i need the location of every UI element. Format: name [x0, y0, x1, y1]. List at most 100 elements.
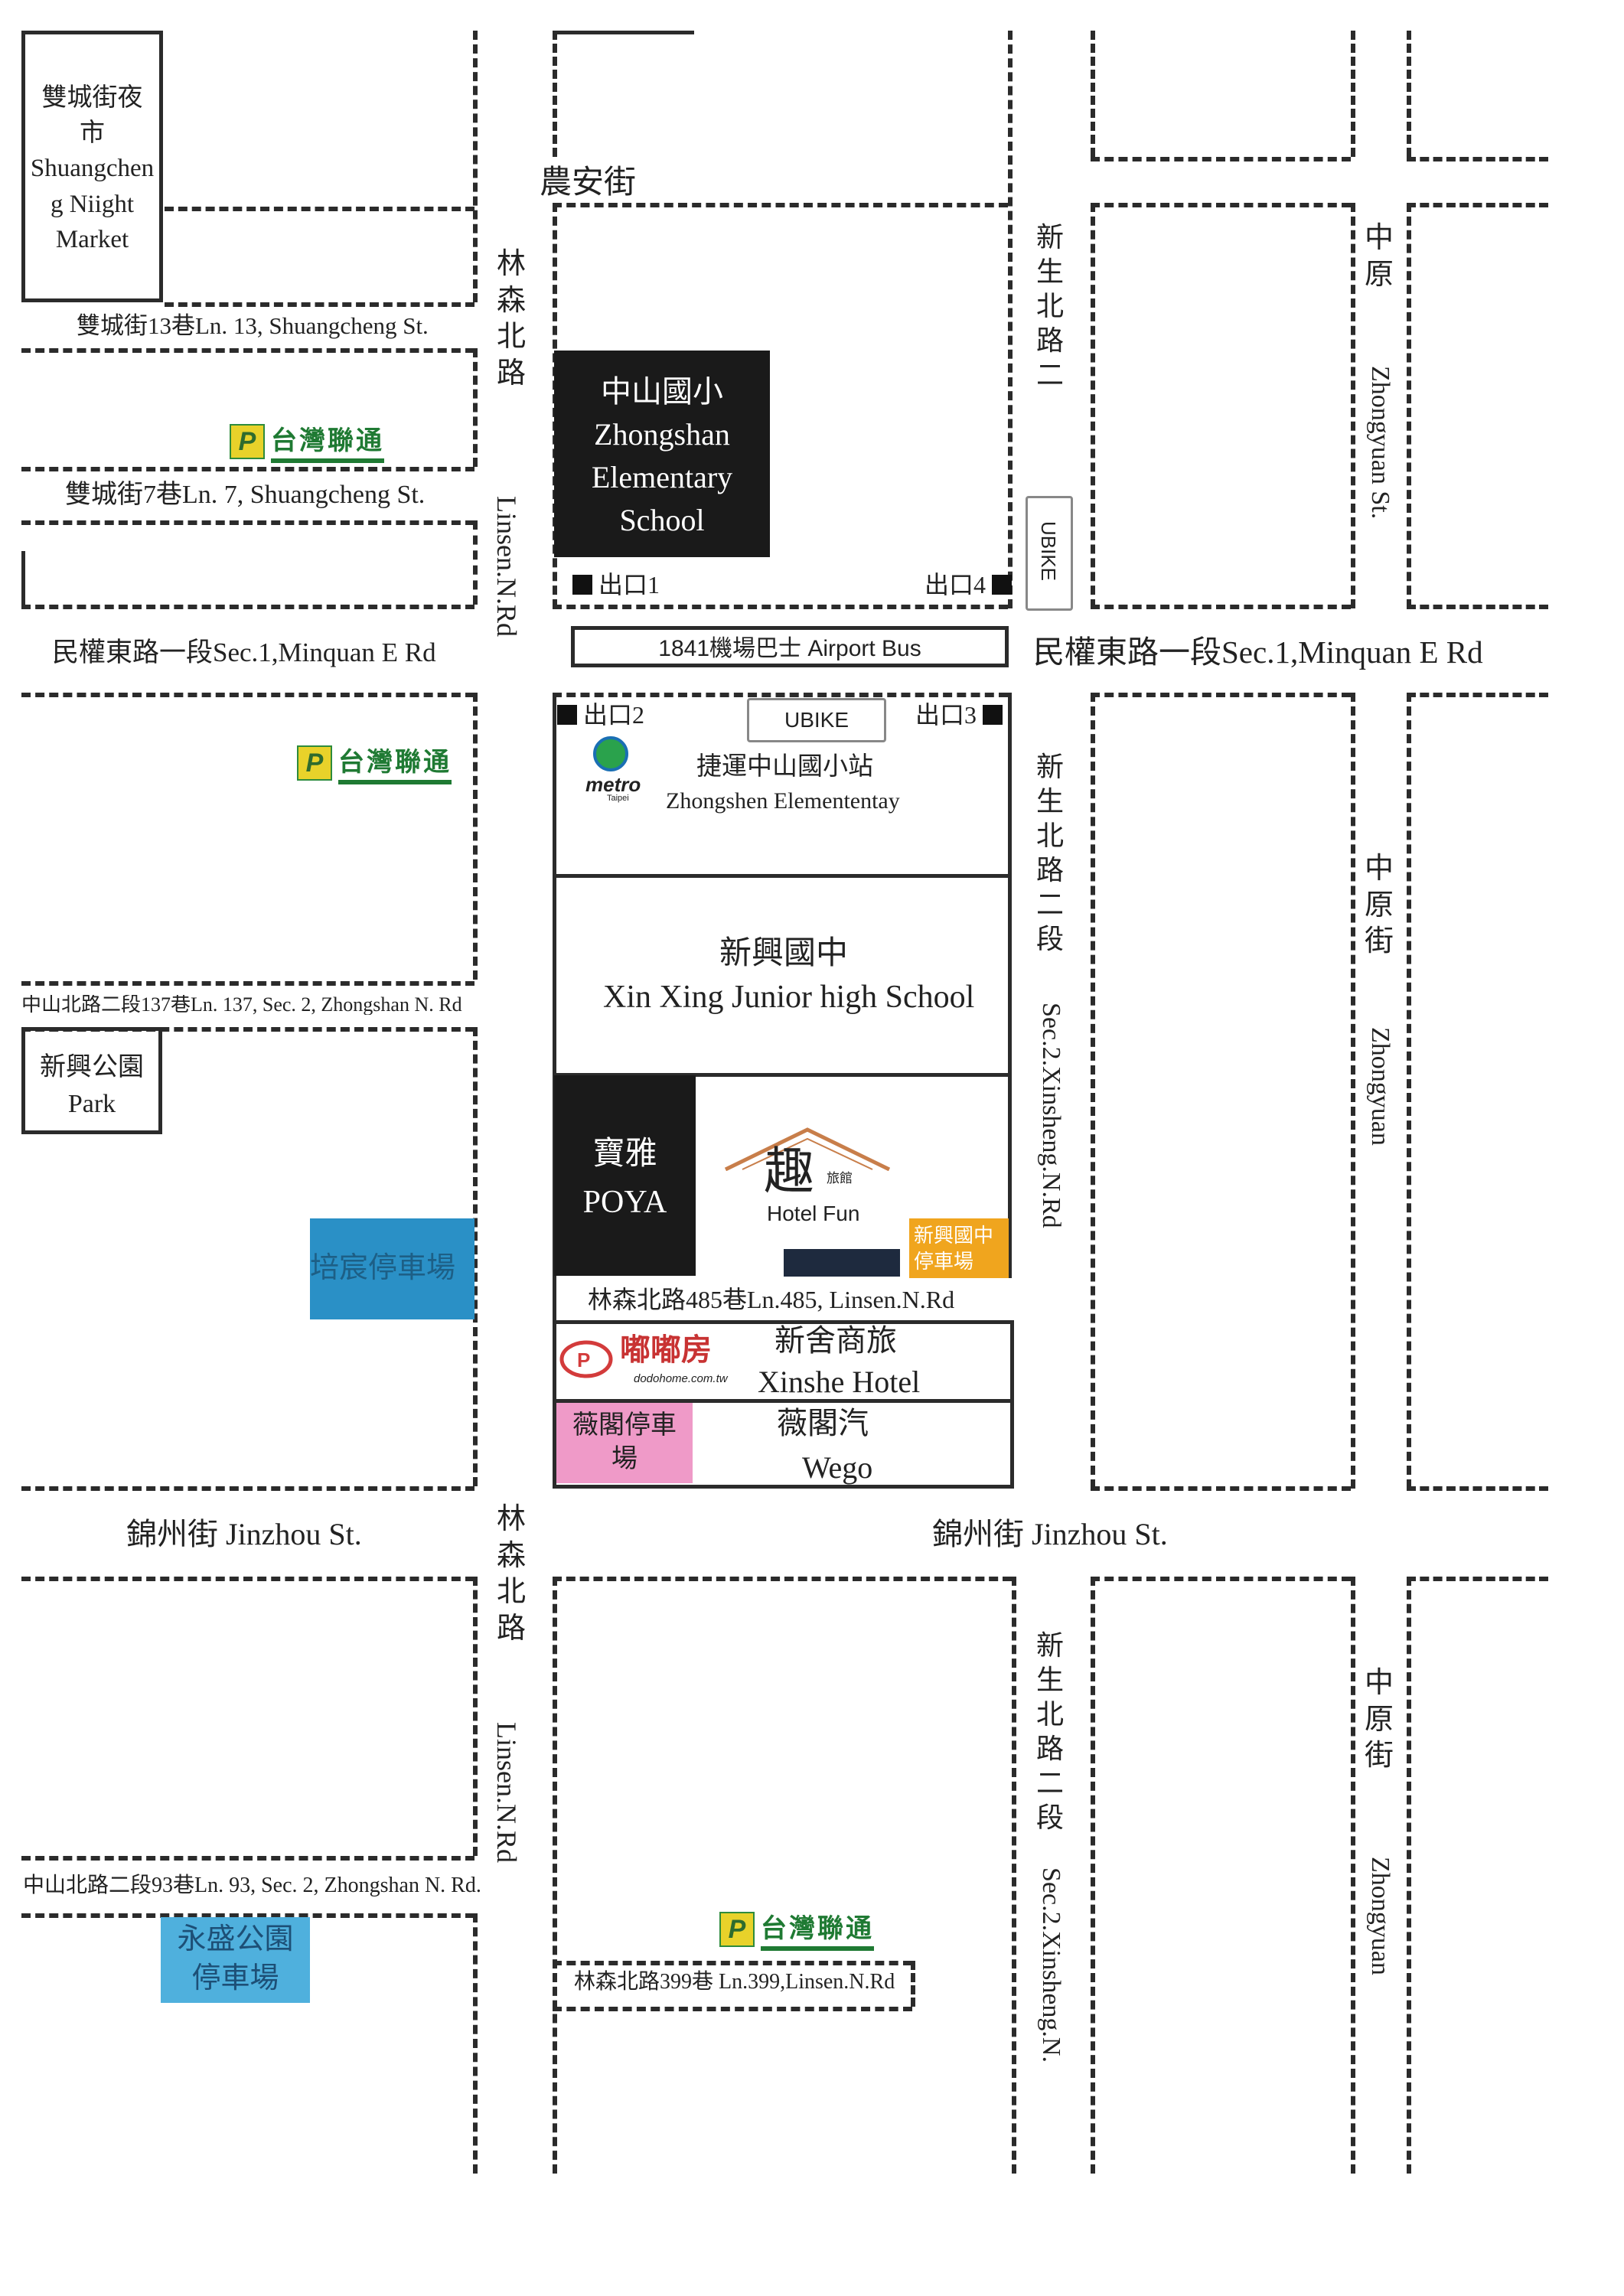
xinxing-school-parking: 新興國中 停車場	[909, 1218, 1009, 1278]
road-line	[1010, 1320, 1014, 1489]
xinsheng-en-mid: Sec.2.Xinsheng.N.Rd	[1037, 1003, 1065, 1228]
road-line	[21, 1486, 474, 1491]
xinxing-park-box: 新興公園 Park	[21, 1027, 162, 1134]
dodohome-zh: 嘟嘟房	[620, 1332, 712, 1368]
road-line	[1091, 157, 1351, 161]
xinxing-school-zh: 新興國中	[719, 936, 849, 971]
road-line	[1091, 203, 1095, 608]
road-line	[1407, 203, 1548, 207]
road-line	[21, 1913, 474, 1918]
linsen-zh-top: 林森北路	[496, 248, 526, 390]
road-line	[21, 467, 474, 471]
road-line	[21, 348, 474, 353]
xinsheng-en-bottom: Sec.2.Xinsheng.N.	[1037, 1867, 1065, 2063]
taiwan-parking-logo: P 台灣聯通	[719, 1907, 874, 1951]
lane93-label: 中山北路二段93巷Ln. 93, Sec. 2, Zhongshan N. Rd…	[23, 1874, 481, 1897]
road-line	[1091, 1577, 1351, 1581]
exit-4: 出口4	[925, 571, 1013, 598]
lane13-label: 雙城街13巷Ln. 13, Shuangcheng St.	[77, 312, 429, 339]
house-roof-icon	[724, 1127, 891, 1171]
road-line	[1351, 31, 1355, 157]
road-line	[21, 693, 474, 697]
road-line	[1012, 1577, 1016, 2174]
road-line	[165, 207, 474, 211]
school-line: 中山國小	[601, 374, 723, 409]
dodohome-url: dodohome.com.tw	[634, 1372, 728, 1385]
road-line	[553, 1577, 1012, 1581]
park-line: Park	[67, 1089, 116, 1118]
linsen-en-bottom: Linsen.N.Rd	[491, 1722, 522, 1863]
road-line	[1351, 693, 1355, 1489]
exit-marker-icon	[983, 705, 1003, 725]
xinsheng-zh-top: 新生北路二	[1035, 222, 1064, 390]
road-line	[553, 1399, 1012, 1403]
taiwan-parking-name: 台灣聯通	[338, 741, 452, 784]
road-line	[911, 1961, 915, 2007]
yongsheng-parking: 永盛公園 停車場	[161, 1917, 310, 2003]
road-line	[553, 2007, 912, 2011]
xinsheng-zh-mid: 新生北路二段	[1035, 752, 1064, 954]
road-line	[473, 1577, 478, 1856]
exit-1-label: 出口1	[598, 571, 660, 598]
road-line	[553, 605, 1008, 609]
road-line	[1091, 605, 1351, 609]
ubike-station: UBIKE	[747, 698, 886, 742]
linsen-zh-bottom: 林森北路	[496, 1503, 526, 1645]
road-line	[1407, 1577, 1548, 1581]
taiwan-parking-name: 台灣聯通	[271, 419, 384, 463]
road-line	[1407, 203, 1411, 608]
road-line	[1407, 157, 1548, 161]
road-line	[553, 1961, 912, 1965]
road-line	[553, 874, 1010, 878]
road-line	[553, 1073, 1010, 1077]
exit-4-label: 出口4	[925, 571, 986, 598]
hotel-fun-logo: 趣 旅館 Hotel Fun	[719, 1125, 903, 1225]
road-line	[1407, 693, 1411, 1489]
metro-station-en: Zhongshen Elemententay	[666, 788, 900, 814]
exit-3-label: 出口3	[915, 701, 977, 729]
zhongyuan-zh-mid: 中原街	[1364, 853, 1394, 957]
parking-p-icon: P	[230, 423, 265, 459]
minquan-right-label: 民權東路一段Sec.1,Minquan E Rd	[1033, 634, 1483, 670]
wego-en: Wego	[802, 1450, 873, 1485]
road-line	[553, 693, 1008, 697]
zhongyuan-en-bottom: Zhongyuan	[1366, 1857, 1394, 1975]
metro-logo-sub: Taipei	[607, 794, 629, 803]
road-line	[21, 1856, 474, 1861]
road-line	[1091, 203, 1351, 207]
road-line	[473, 1913, 478, 2174]
road-line	[1091, 31, 1095, 157]
road-line	[553, 1320, 1012, 1324]
weige-parking-line: 場	[611, 1445, 638, 1474]
airport-bus-bar: 1841機場巴士 Airport Bus	[571, 626, 1009, 667]
hotel-fun-small: 旅館	[827, 1171, 853, 1186]
zhongshan-school: 中山國小 Zhongshan Elementary School	[554, 351, 770, 557]
exit-3: 出口3	[915, 703, 1003, 727]
road-line	[1091, 693, 1095, 1489]
metro-logo-icon: metro Taipei	[585, 736, 647, 803]
yongsheng-line: 永盛公園	[177, 1923, 294, 1955]
xinxing-parking-line: 停車場	[914, 1250, 974, 1273]
zhongyuan-en-mid: Zhongyuan	[1366, 1027, 1394, 1146]
road-line	[21, 1577, 474, 1581]
peichen-parking: 培宸停車場	[310, 1218, 474, 1319]
road-line	[165, 302, 474, 307]
hotel-fun-zh: 趣	[764, 1142, 814, 1201]
lane137-label: 中山北路二段137巷Ln. 137, Sec. 2, Zhongshan N. …	[21, 995, 462, 1015]
road-line	[553, 203, 1008, 207]
road-line	[1091, 1577, 1095, 2174]
road-line	[1407, 605, 1548, 609]
road-line	[1407, 1486, 1548, 1491]
road-line	[21, 1027, 474, 1032]
taiwan-parking-logo: P 台灣聯通	[297, 741, 452, 784]
taiwan-parking-logo: P 台灣聯通	[230, 419, 384, 463]
road-line	[1407, 31, 1411, 157]
road-line	[553, 1485, 1012, 1489]
road-line	[473, 693, 478, 980]
school-line: Elementary	[591, 460, 733, 494]
hotel-fun-en: Hotel Fun	[767, 1202, 860, 1225]
metro-logo-text: metro	[585, 773, 641, 796]
road-line	[473, 31, 478, 302]
school-line: School	[619, 503, 705, 537]
